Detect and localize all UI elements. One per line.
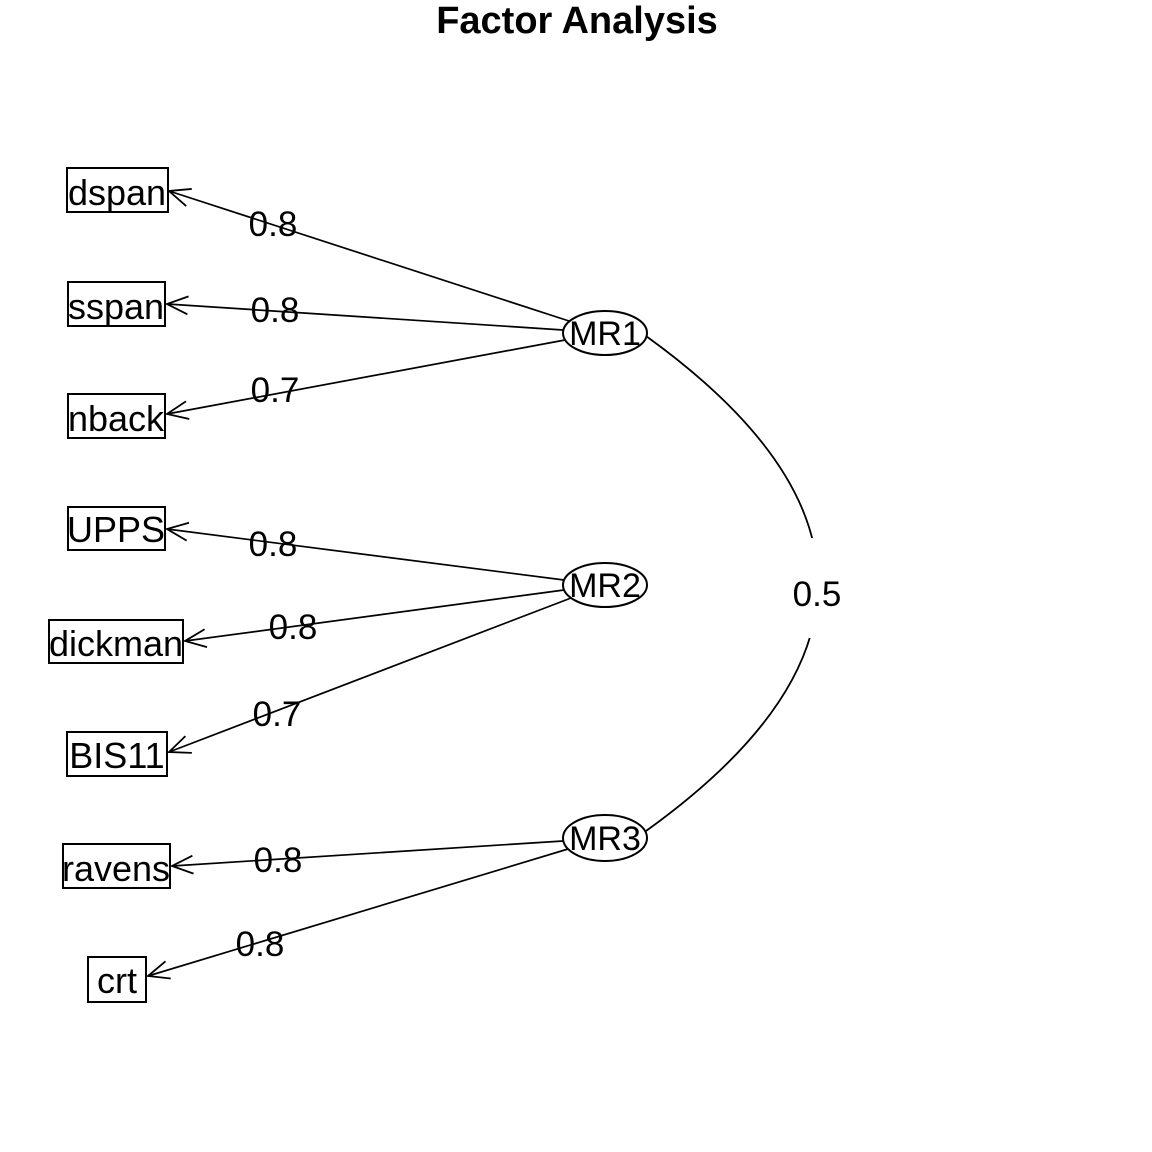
arrow-mr2-upps	[167, 529, 565, 581]
loading-label-upps: 0.8	[249, 525, 298, 564]
arrow-mr1-sspan	[167, 304, 564, 331]
loading-label-crt: 0.8	[236, 925, 285, 964]
arrow-mr3-crt	[148, 848, 569, 976]
variable-label-dspan: dspan	[68, 172, 166, 213]
variable-box-crt	[87, 956, 147, 1003]
variable-label-nback: nback	[68, 398, 165, 439]
factor-label-mr3: MR3	[569, 820, 641, 858]
loading-label-bis11: 0.7	[253, 695, 302, 734]
loading-label-dickman: 0.8	[269, 608, 318, 647]
variable-box-nback	[67, 393, 166, 439]
variable-box-dickman	[48, 619, 184, 664]
loading-label-nback: 0.7	[251, 371, 300, 410]
variable-box-ravens	[62, 843, 171, 889]
variable-label-ravens: ravens	[62, 848, 170, 889]
variable-label-dickman: dickman	[49, 623, 183, 664]
arrow-mr2-bis11	[169, 597, 572, 752]
arrow-mr2-dickman	[185, 589, 565, 641]
factor-ellipse-mr1	[562, 310, 648, 356]
correlation-label-gap	[776, 538, 862, 638]
diagram-title: Factor Analysis	[436, 0, 718, 42]
factor-ellipse-mr2	[562, 562, 648, 608]
variable-box-sspan	[67, 281, 166, 327]
variable-label-upps: UPPS	[67, 509, 165, 550]
variable-label-crt: crt	[97, 960, 137, 1001]
loading-label-dspan: 0.8	[249, 205, 298, 244]
loading-label-sspan: 0.8	[251, 291, 300, 330]
factor-label-mr1: MR1	[569, 315, 641, 353]
arrow-mr1-dspan	[169, 191, 570, 322]
arrow-mr1-nback	[167, 339, 566, 414]
variable-box-dspan	[66, 167, 169, 213]
factor-label-mr2: MR2	[569, 567, 641, 605]
variable-label-sspan: sspan	[68, 286, 164, 327]
loading-label-ravens: 0.8	[254, 841, 303, 880]
variable-label-bis11: BIS11	[69, 735, 164, 776]
arrow-mr3-ravens	[172, 840, 564, 866]
variable-box-bis11	[66, 731, 168, 777]
factor-ellipse-mr3	[562, 814, 648, 862]
variable-box-upps	[67, 506, 166, 551]
correlation-value: 0.5	[793, 575, 842, 614]
